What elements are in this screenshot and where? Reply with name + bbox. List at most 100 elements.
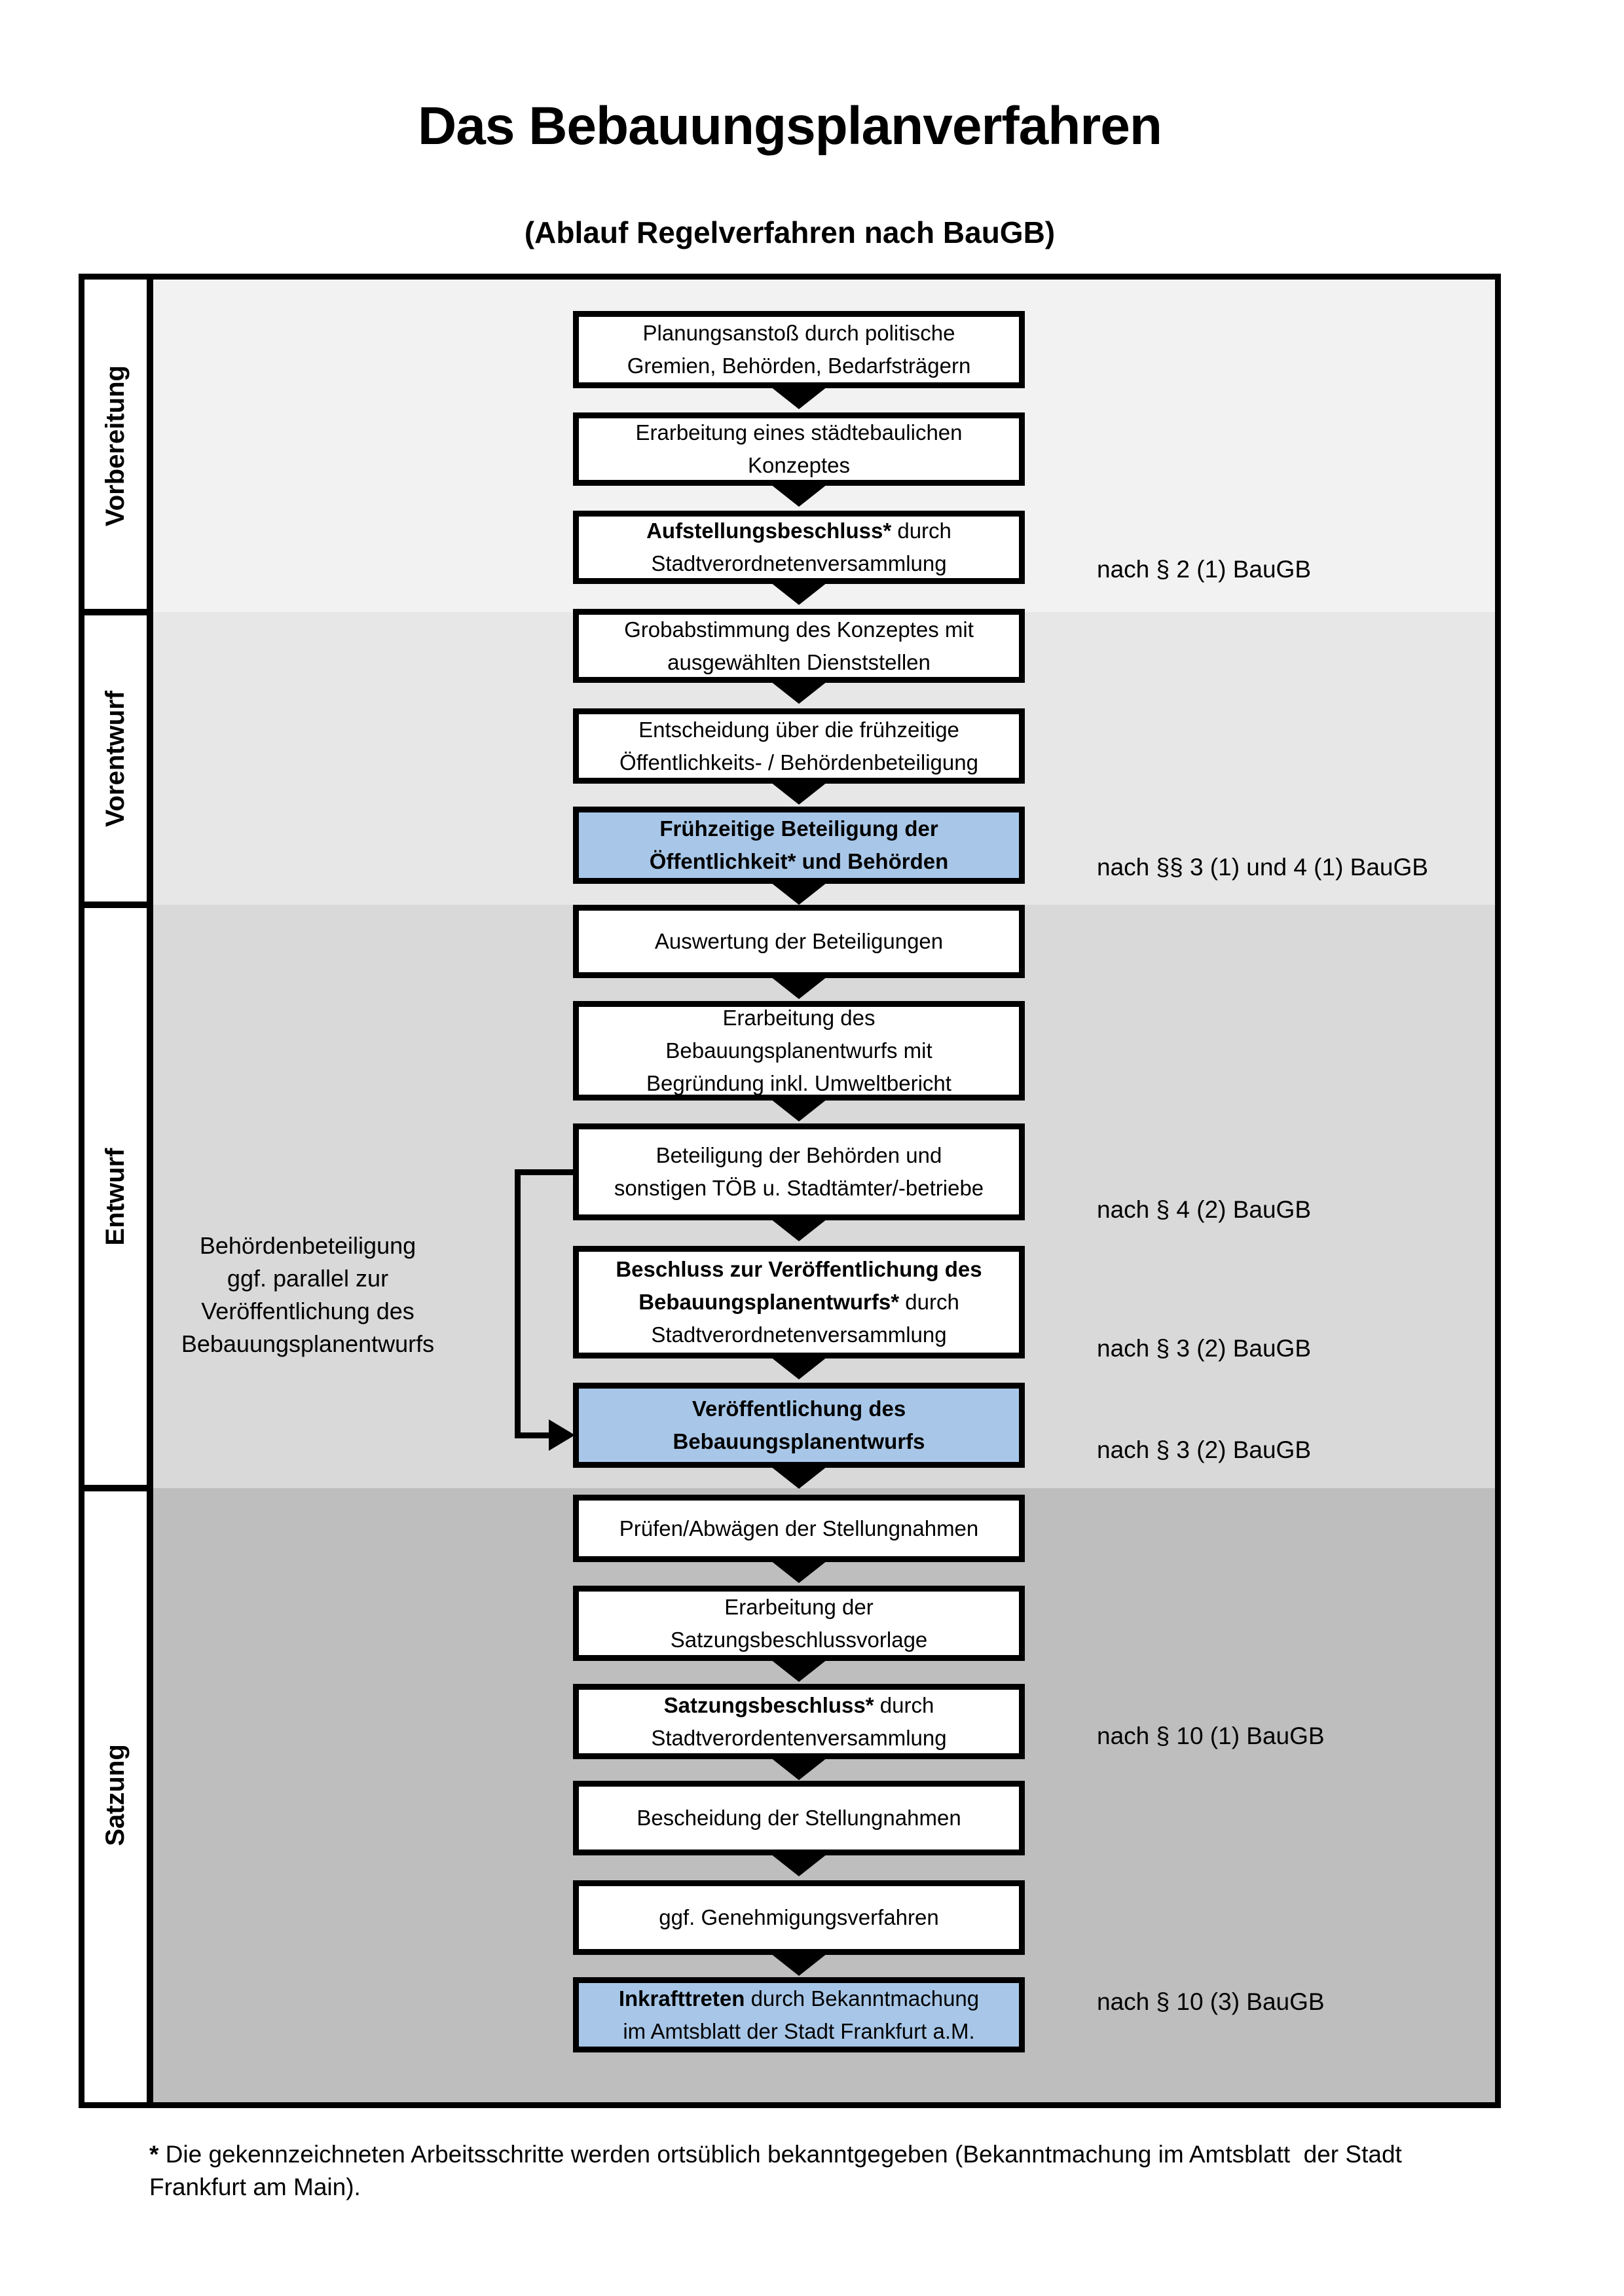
flow-step-text: Grobabstimmung des Konzeptes mit (624, 617, 974, 642)
flow-step-text: Veröffentlichung des (692, 1396, 906, 1421)
flow-step-line: Bebauungsplanentwurfs* durch (638, 1286, 959, 1319)
arrow-down-icon (767, 780, 830, 805)
arrow-down-icon (767, 384, 830, 409)
flow-step-line: Bebauungsplanentwurfs mit (665, 1034, 932, 1067)
side-note-line: ggf. parallel zur (227, 1265, 389, 1292)
flow-step-text: sonstigen TÖB u. Stadtämter/-betriebe (614, 1176, 984, 1200)
law-reference: nach § 10 (1) BauGB (1097, 1722, 1325, 1749)
footnote-line: Frankfurt am Main). (149, 2174, 361, 2200)
arrow-down-icon (767, 1851, 830, 1876)
flow-step-text: Begründung inkl. Umweltbericht (646, 1071, 951, 1095)
arrow-down-icon (767, 1097, 830, 1121)
flow-step-text: ausgewählten Dienststellen (667, 649, 931, 674)
flow-step-text: Inkrafttreten (618, 1986, 745, 2011)
flow-step-line: Veröffentlichung des (692, 1393, 906, 1425)
law-reference: nach § 3 (2) BauGB (1097, 1436, 1312, 1463)
flow-step-line: Konzeptes (748, 449, 850, 482)
flow-step-line: Öffentlichkeits- / Behördenbeteiligung (619, 746, 978, 779)
arrow-down-icon (767, 1951, 830, 1976)
section-divider (84, 902, 153, 908)
flow-step-text: Öffentlichkeits- / Behördenbeteiligung (619, 750, 978, 774)
flow-step-line: Erarbeitung eines städtebaulichen (635, 416, 962, 449)
arrow-down-icon (767, 1755, 830, 1780)
connector-line-top (515, 1169, 573, 1175)
flow-step-text: Erarbeitung eines städtebaulichen (635, 420, 963, 445)
side-note-line: Bebauungsplanentwurfs (181, 1330, 435, 1357)
flow-step-line: Bescheidung der Stellungnahmen (637, 1802, 961, 1834)
flow-step-line: ausgewählten Dienststellen (667, 646, 931, 679)
flow-step-text: durch (874, 1692, 934, 1717)
footnote: * Die gekennzeichneten Arbeitsschritte w… (149, 2138, 1544, 2204)
flow-step-text: Gremien, Behörden, Bedarfsträgern (627, 354, 971, 378)
flow-step-line: Planungsanstoß durch politische (643, 317, 955, 350)
flow-step-text: Stadtverordentenversammlung (651, 1725, 947, 1750)
flow-step-line: im Amtsblatt der Stadt Frankfurt a.M. (623, 2015, 974, 2048)
section-divider (84, 609, 153, 615)
section-label: Satzung (101, 1744, 130, 1846)
flow-step-line: Begründung inkl. Umweltbericht (646, 1067, 951, 1100)
arrow-down-icon (767, 1558, 830, 1583)
arrow-down-icon (767, 1216, 830, 1241)
flow-step-text: Öffentlichkeit* und Behörden (649, 849, 949, 873)
flow-step-text: Satzungsbeschlussvorlage (670, 1627, 928, 1652)
flow-step-text: durch (899, 1290, 959, 1314)
flow-step-text: Stadtverordnetenversammlung (651, 551, 947, 575)
section-label: Vorentwurf (101, 690, 130, 827)
page-subtitle: (Ablauf Regelverfahren nach BauGB) (524, 215, 1056, 249)
arrow-down-icon (767, 482, 830, 507)
flow-step-line: Stadtverordnetenversammlung (651, 1319, 946, 1351)
section-divider (84, 1485, 153, 1491)
arrow-down-icon (767, 1657, 830, 1682)
flow-step-line: Satzungsbeschlussvorlage (671, 1624, 928, 1656)
flow-step-text: Bebauungsplanentwurfs* (638, 1290, 900, 1314)
flow-step-text: Beschluss zur Veröffentlichung des (616, 1257, 982, 1281)
flow-step-text: Entscheidung über die frühzeitige (638, 717, 959, 742)
flow-step-text: Stadtverordnetenversammlung (651, 1322, 947, 1347)
arrow-down-icon (767, 679, 830, 704)
flow-step-text: durch (891, 519, 951, 543)
flow-step-text: Konzeptes (748, 453, 850, 477)
section-label: Entwurf (101, 1148, 130, 1245)
flow-step: Prüfen/Abwägen der Stellungnahmen (573, 1495, 1025, 1562)
flow-step-line: Stadtverordnetenversammlung (651, 547, 946, 580)
footnote-line: * Die gekennzeichneten Arbeitsschritte w… (149, 2138, 1544, 2171)
side-note-line: Veröffentlichung des (201, 1298, 415, 1324)
arrow-down-icon (767, 1464, 830, 1489)
law-reference: nach § 4 (2) BauGB (1097, 1196, 1312, 1223)
flow-step-line: Grobabstimmung des Konzeptes mit (624, 613, 974, 646)
flow-step-line: Auswertung der Beteiligungen (655, 925, 943, 958)
flow-step-text: Erarbeitung der (724, 1594, 874, 1619)
flow-step-line: Bebauungsplanentwurfs (673, 1425, 925, 1458)
connector-arrowhead-icon (549, 1419, 575, 1451)
law-reference: nach § 10 (3) BauGB (1097, 1988, 1325, 2015)
law-reference: nach § 2 (1) BauGB (1097, 556, 1312, 583)
flow-step-text: Bebauungsplanentwurfs mit (665, 1038, 932, 1063)
flow-step-line: Frühzeitige Beteiligung der (659, 812, 938, 845)
flow-step-line: Erarbeitung der (724, 1591, 873, 1624)
law-reference: nach §§ 3 (1) und 4 (1) BauGB (1097, 854, 1428, 881)
flow-step-text: ggf. Genehmigungsverfahren (659, 1905, 939, 1929)
flow-step-text: Aufstellungsbeschluss* (646, 519, 892, 543)
flow-step-line: Stadtverordentenversammlung (651, 1722, 946, 1755)
flow-step: Auswertung der Beteiligungen (573, 905, 1025, 978)
flow-step-text: Bebauungsplanentwurfs (673, 1429, 925, 1453)
arrow-down-icon (767, 1355, 830, 1379)
flow-step-text: im Amtsblatt der Stadt Frankfurt a.M. (623, 2018, 975, 2043)
arrow-down-icon (767, 580, 830, 605)
flow-step-text: Prüfen/Abwägen der Stellungnahmen (619, 1516, 979, 1540)
flow-step-text: Auswertung der Beteiligungen (654, 929, 944, 953)
label-column-divider (147, 280, 153, 2102)
flow-step-line: Entscheidung über die frühzeitige (638, 714, 959, 746)
flow-step-line: Erarbeitung des (723, 1002, 876, 1034)
flow-step-line: Beteiligung der Behörden und (656, 1139, 942, 1172)
connector-line-bottom (515, 1432, 551, 1438)
flow-step-text: Erarbeitung des (722, 1006, 876, 1030)
connector-line-vertical (515, 1169, 521, 1438)
